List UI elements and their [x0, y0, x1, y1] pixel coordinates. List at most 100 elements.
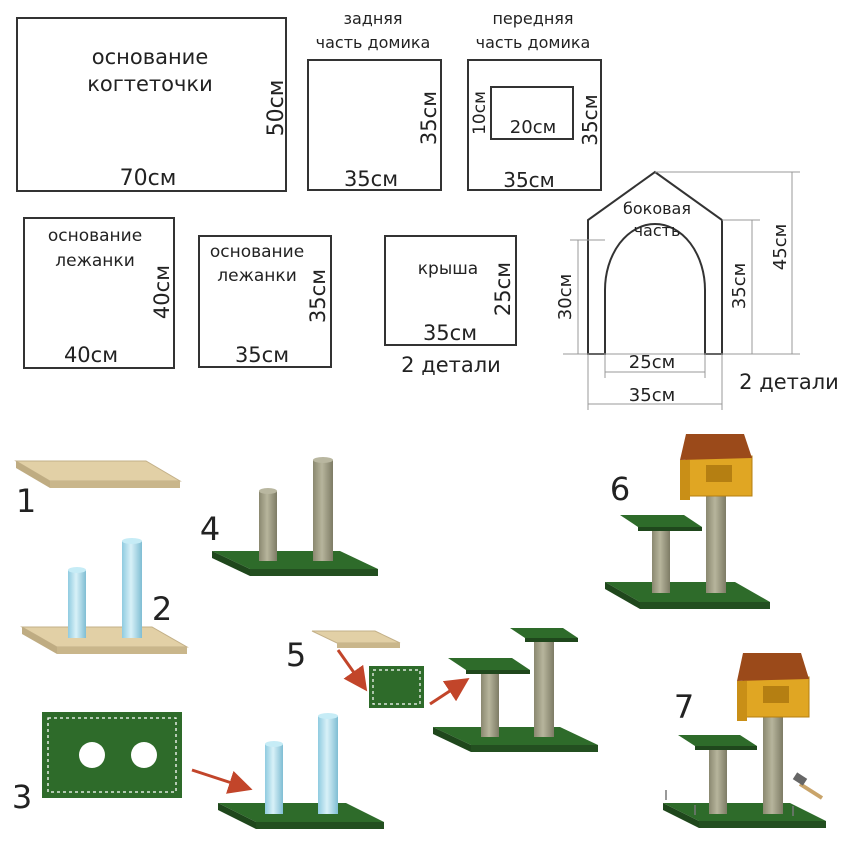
bed40-label-line1: основание	[48, 226, 142, 246]
stitch-line	[372, 669, 421, 705]
side-count-label: 2 детали	[739, 370, 839, 394]
carpet-piece	[42, 712, 182, 798]
step-6-number: 6	[610, 470, 630, 508]
rope-post	[259, 491, 277, 561]
carpet-shelf	[510, 628, 578, 638]
pattern-house-front: передняя часть домика 20см 10см 35см 35с…	[467, 9, 602, 192]
step-1-number: 1	[16, 482, 36, 520]
roof-outline	[384, 235, 517, 346]
nail-icons	[665, 790, 794, 816]
house-front-width-label: 35см	[503, 168, 555, 192]
plywood-board-small	[311, 630, 401, 644]
house-back-label-line1: задняя	[343, 9, 402, 28]
pipe-hole	[79, 742, 105, 768]
rope-post	[313, 460, 333, 561]
step-4: 4	[200, 457, 378, 576]
bed35-label-line2: лежанки	[217, 266, 297, 286]
rope-post	[709, 742, 727, 814]
house-back-height-label: 35см	[417, 91, 441, 145]
house-front-label-line1: передняя	[492, 9, 573, 28]
base-label-line2: когтеточки	[87, 72, 213, 96]
house-front-hole	[490, 86, 574, 140]
arrow-icon	[429, 678, 470, 706]
step-7: 7	[663, 653, 826, 828]
cat-house-roof	[737, 653, 809, 681]
house-front-outline	[467, 59, 602, 191]
pipe	[265, 744, 283, 814]
step-6: 6	[605, 434, 770, 609]
side-label-line1: боковая	[623, 199, 691, 218]
carpet-base	[663, 803, 826, 821]
side-wall-height-label: 35см	[729, 263, 750, 309]
carpet-shelf	[448, 658, 530, 670]
cat-house-roof	[680, 434, 752, 460]
bed35-width-label: 35см	[235, 343, 289, 367]
step-5-number: 5	[286, 636, 306, 674]
roof-width-label: 35см	[423, 321, 477, 345]
arrow-icon	[191, 768, 253, 794]
carpet-piece	[369, 666, 424, 708]
step-5: 5	[286, 628, 598, 752]
house-entrance	[763, 686, 789, 703]
rope-post	[481, 667, 499, 737]
step-3-number: 3	[12, 778, 32, 816]
pipe	[318, 716, 338, 814]
pattern-house-back: задняя часть домика 35см 35см	[307, 9, 442, 191]
roof-height-label: 25см	[491, 262, 515, 316]
step-2: 2	[20, 538, 189, 654]
roof-count-label: 2 детали	[401, 353, 501, 377]
pattern-bed-35: основание лежанки 35см 35см	[198, 235, 332, 368]
carpet-shelf	[678, 735, 757, 746]
house-entrance	[706, 465, 732, 482]
step-2-number: 2	[152, 590, 172, 628]
pattern-roof: крыша 35см 25см 2 детали	[384, 235, 517, 377]
carpet-base	[433, 727, 598, 745]
side-total-height-label: 45см	[770, 224, 791, 270]
arrow-icon	[336, 649, 368, 692]
pattern-base: основание когтеточки 70см 50см	[16, 17, 289, 192]
carpet-base	[212, 551, 378, 569]
base-label-line1: основание	[92, 45, 209, 69]
step-4-number: 4	[200, 510, 220, 548]
side-arch-width-label: 25см	[629, 352, 675, 373]
pipe	[68, 570, 86, 638]
house-front-hole-height-label: 10см	[470, 91, 490, 135]
stitch-line	[47, 717, 177, 793]
side-arch-height-label: 30см	[555, 274, 576, 320]
step-7-number: 7	[674, 688, 694, 726]
house-back-label-line2: часть домика	[316, 33, 431, 52]
bed40-height-label: 40см	[150, 265, 174, 319]
rope-post	[706, 493, 726, 593]
bed35-outline	[198, 235, 332, 368]
bed40-width-label: 40см	[64, 343, 118, 367]
base-width-label: 70см	[120, 166, 177, 191]
side-width-label: 35см	[629, 385, 675, 406]
pipe-hole	[131, 742, 157, 768]
rope-post	[763, 713, 783, 814]
side-label-line2: часть	[634, 221, 681, 240]
carpet-base	[605, 582, 770, 602]
side-dimension-lines	[563, 171, 800, 410]
house-back-outline	[307, 59, 442, 191]
base-outline	[16, 17, 287, 192]
rope-post	[534, 637, 554, 737]
bed40-outline	[23, 217, 175, 369]
pattern-side: боковая часть 25см 35см 30см 35см 45см 2…	[555, 170, 839, 410]
carpet-shelf	[620, 515, 702, 527]
base-height-label: 50см	[264, 80, 289, 137]
hammer-icon	[792, 772, 824, 800]
house-front-height-label: 35см	[578, 94, 602, 146]
house-front-label-line2: часть домика	[476, 33, 591, 52]
bed35-label-line1: основание	[210, 242, 304, 262]
carpet-base	[218, 803, 384, 822]
bed40-label-line2: лежанки	[55, 251, 135, 271]
house-back-width-label: 35см	[344, 167, 398, 191]
rope-post	[652, 520, 670, 593]
step-1: 1	[14, 460, 182, 520]
house-front-hole-width-label: 20см	[510, 117, 556, 138]
bed35-height-label: 35см	[306, 269, 330, 323]
pipe	[122, 541, 142, 638]
pattern-bed-40: основание лежанки 40см 40см	[23, 217, 175, 369]
roof-label: крыша	[418, 259, 478, 279]
side-outline	[587, 170, 723, 355]
